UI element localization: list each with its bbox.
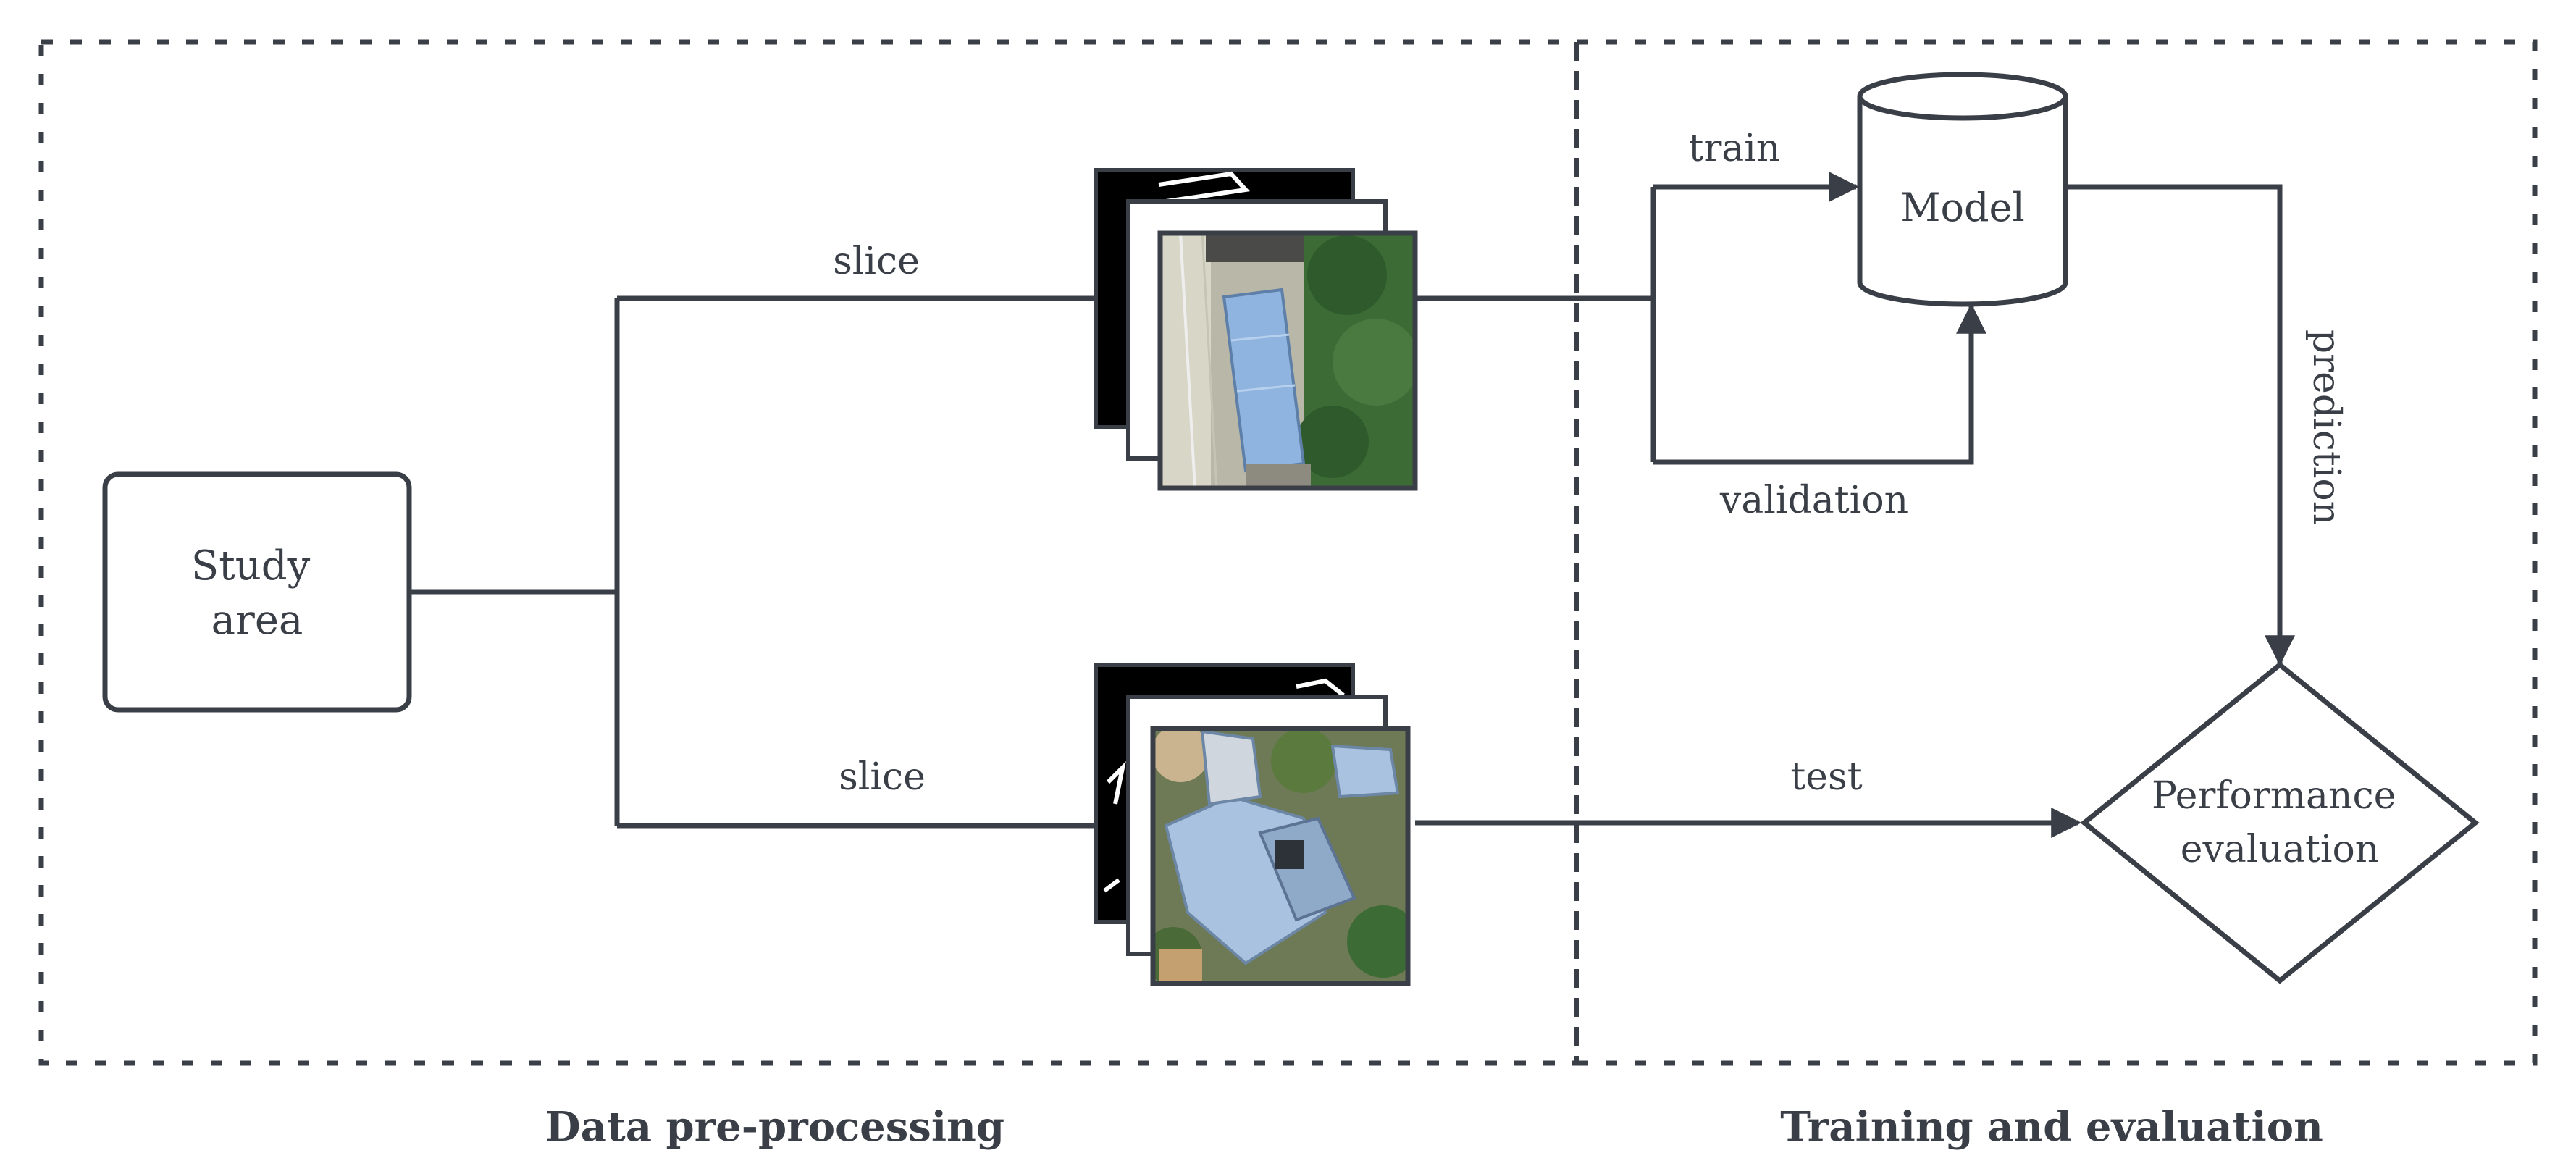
edge-label-validation: validation xyxy=(1719,479,1908,522)
section-caption-training: Training and evaluation xyxy=(1780,1103,2323,1151)
model-label: Model xyxy=(1900,185,2025,230)
edge-label-slice-top: slice xyxy=(833,240,920,283)
performance-label-line1: Performance xyxy=(2152,774,2396,818)
edge-label-test: test xyxy=(1790,755,1862,799)
edge-label-prediction: prediction xyxy=(2304,330,2348,525)
study-area-label-line1: Study xyxy=(191,542,311,590)
svg-text:Study area: Study area xyxy=(191,542,323,644)
section-frame-training xyxy=(1574,39,2538,1066)
aerial-image-stack-pool-icon xyxy=(1094,168,1418,491)
arrow-prediction xyxy=(2065,184,2295,666)
model-database-node xyxy=(1857,72,2068,307)
svg-text:Performance evaluation: Performance evaluation xyxy=(2152,774,2408,871)
aerial-image-stack-building-icon xyxy=(1094,663,1411,986)
edge-label-train: train xyxy=(1689,127,1781,170)
edge-label-slice-bottom: slice xyxy=(839,755,926,799)
study-area-label-line2: area xyxy=(211,597,303,644)
study-area-node xyxy=(102,471,412,713)
arrow-validation xyxy=(1653,303,1986,465)
performance-evaluation-node xyxy=(2080,661,2480,984)
section-caption-preprocessing: Data pre-processing xyxy=(545,1103,1004,1151)
performance-label-line2: evaluation xyxy=(2181,828,2380,871)
